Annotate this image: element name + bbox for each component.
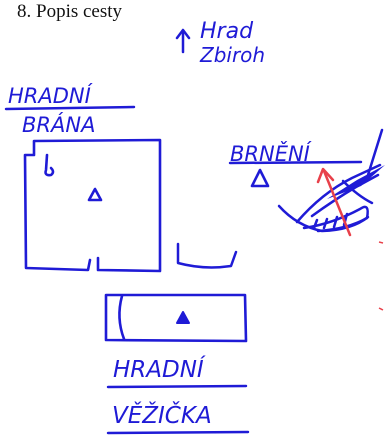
tower-underline-1	[106, 384, 248, 389]
triangle-marker-icon	[250, 168, 270, 188]
triangle-marker-icon	[87, 187, 103, 202]
armory-blade	[327, 165, 385, 199]
red-mark	[378, 307, 384, 311]
red-mark	[378, 241, 384, 244]
brneni-underline	[228, 160, 363, 165]
triangle-marker-icon	[176, 311, 190, 324]
tower-underline-2	[106, 430, 250, 435]
tower-box	[104, 293, 248, 343]
label-hrad: Hrad	[200, 19, 254, 44]
gate-underline	[4, 105, 136, 111]
red-arrow-icon	[316, 167, 352, 237]
label-tower-line1: HRADNÍ	[113, 355, 206, 383]
path-sketch	[176, 242, 238, 269]
label-gate-line2: BRÁNA	[22, 112, 95, 137]
gate-enclosure	[23, 138, 162, 273]
label-tower-line2: VĚŽIČKA	[112, 401, 212, 429]
label-zbiroh: Zbiroh	[199, 43, 265, 67]
page-heading: 8. Popis cesty	[17, 1, 123, 22]
up-arrow-icon	[175, 28, 191, 54]
label-gate-line1: HRADNÍ	[8, 83, 94, 108]
